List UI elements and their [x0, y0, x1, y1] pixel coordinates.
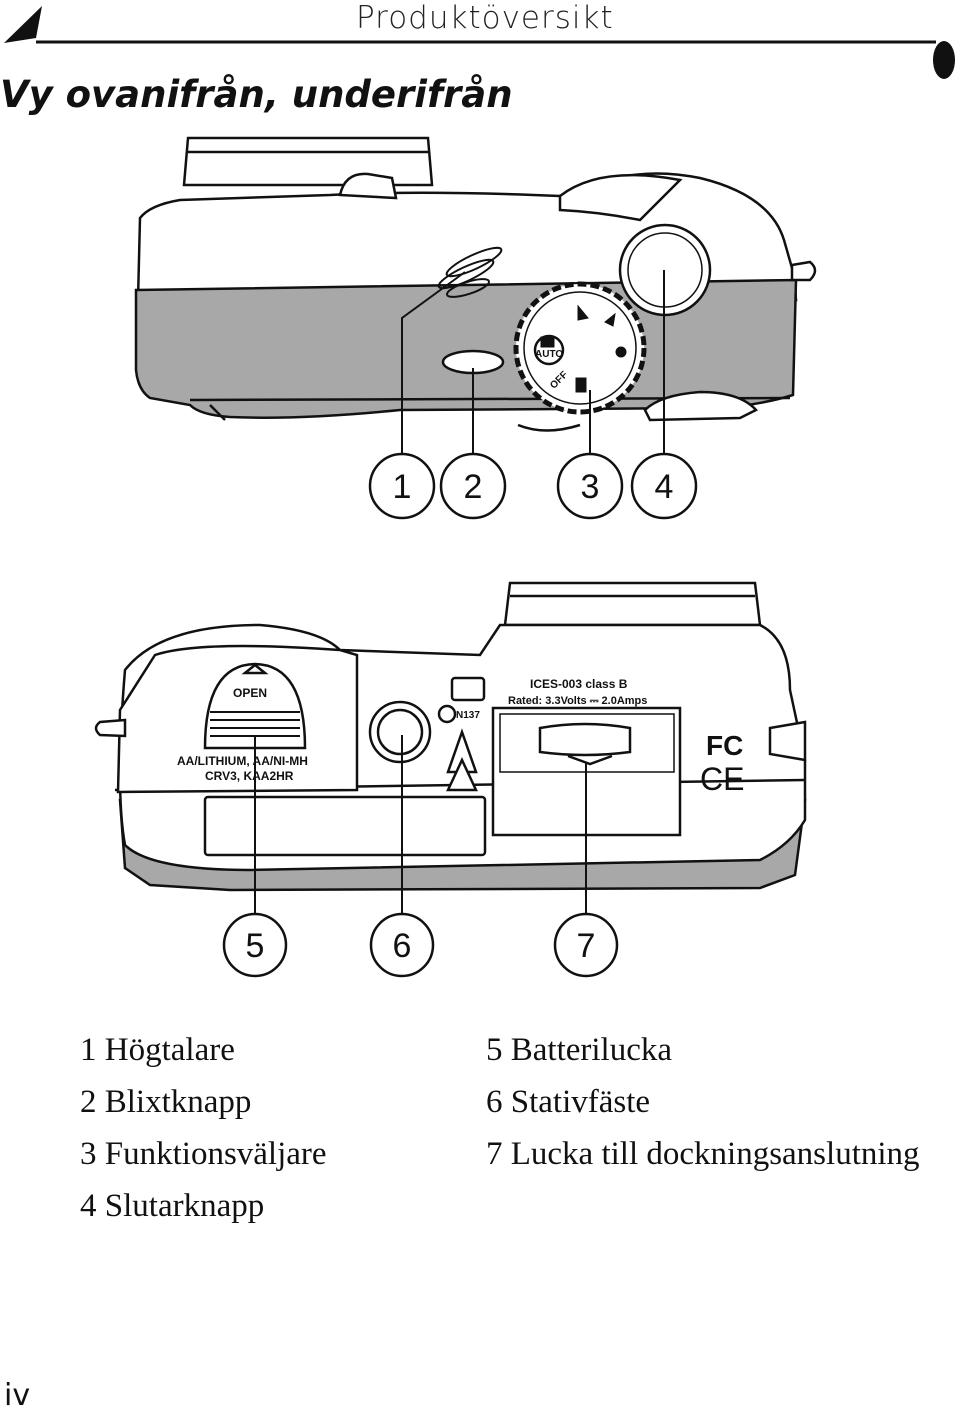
callout-4	[630, 452, 698, 520]
legend-item: 1 Högtalare	[80, 1032, 235, 1068]
legend-right: 5 Batterilucka 6 Stativfäste 7 Lucka til…	[486, 1024, 920, 1180]
section-title: Vy ovanifrån, underifrån	[0, 73, 513, 116]
camera-bottom-view: FC CE	[94, 581, 807, 892]
callout-6-label: 6	[393, 927, 412, 965]
callout-2-label: 2	[464, 468, 483, 506]
camera-figure: AUTO OFF 1 2 3 4	[94, 136, 817, 978]
callout-7	[553, 912, 619, 978]
legend-item: 6 Stativfäste	[486, 1084, 651, 1120]
ce-mark-icon: CE	[700, 761, 744, 797]
bullet-icon	[933, 41, 955, 79]
compliance-code: N137	[456, 710, 480, 721]
callout-5-label: 5	[246, 927, 265, 965]
mode-dial	[513, 281, 647, 415]
dial-auto-label: AUTO	[535, 349, 563, 360]
callout-7-label: 7	[577, 927, 596, 965]
callout-1	[368, 452, 436, 520]
callout-3-label: 3	[581, 468, 600, 506]
fc-mark-icon: FC	[706, 730, 743, 761]
callout-1-label: 1	[393, 468, 412, 506]
callout-6	[369, 912, 435, 978]
battery-open-label: OPEN	[233, 686, 267, 700]
callout-2	[439, 452, 507, 520]
callout-3	[556, 452, 624, 520]
running-head: Produktöversikt	[356, 0, 614, 36]
header-rule	[4, 6, 955, 79]
callout-4-label: 4	[655, 468, 674, 506]
speaker-icon	[437, 246, 503, 298]
legend-left: 1 Högtalare 2 Blixtknapp 3 Funktionsvälj…	[80, 1024, 327, 1232]
callout-5	[222, 912, 288, 978]
legend-item: 4 Slutarknapp	[80, 1188, 265, 1224]
legend-item: 3 Funktionsväljare	[80, 1136, 327, 1172]
battery-type-line1: AA/LITHIUM, AA/NI-MH	[177, 754, 308, 768]
rated-label: Rated: 3.3Volts ⎓ 2.0Amps	[508, 695, 647, 707]
bottom-leader-lines	[254, 735, 587, 928]
legend-item: 2 Blixtknapp	[80, 1084, 252, 1120]
legend-item: 5 Batterilucka	[486, 1032, 673, 1068]
page-number: iv	[4, 1378, 31, 1413]
ices-label: ICES-003 class B	[530, 677, 628, 691]
battery-type-line2: CRV3, KAA2HR	[205, 769, 294, 783]
legend-item: 7 Lucka till dockningsanslutning	[486, 1136, 920, 1172]
camera-top-view	[134, 136, 817, 432]
